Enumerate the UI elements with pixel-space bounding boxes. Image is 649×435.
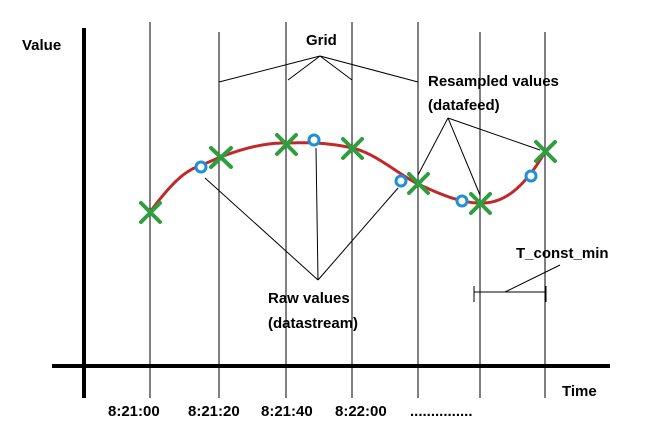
grid-annotation: Grid [306, 32, 337, 49]
resampled-marker [275, 133, 298, 156]
resampled-marker [469, 192, 492, 215]
resampled-marker [139, 201, 162, 224]
resampled-annotation-line1: Resampled values [428, 73, 559, 90]
raw-marker [194, 160, 208, 174]
resampled-marker [341, 137, 364, 160]
tick-label-2: 8:21:20 [188, 403, 240, 420]
tick-label-1: 8:21:00 [108, 403, 160, 420]
resampled-marker [407, 172, 430, 195]
grid-lines [149, 22, 546, 398]
tick-label-3: 8:21:40 [261, 403, 313, 420]
raw-leader-lines [204, 147, 399, 281]
t-const-min-annotation: T_const_min [516, 245, 609, 262]
raw-annotation-line1: Raw values [268, 290, 350, 307]
resampled-marker [209, 146, 233, 169]
tick-label-4: 8:22:00 [335, 403, 387, 420]
resampled-marker [534, 140, 557, 163]
raw-marker [307, 133, 321, 147]
grid-leader-lines [218, 55, 419, 83]
resampled-leader-lines [417, 117, 541, 196]
resampled-annotation-line2: (datafeed) [428, 97, 500, 114]
raw-annotation-line2: (datastream) [268, 315, 358, 332]
raw-marker [524, 169, 538, 183]
resampled-markers [139, 133, 557, 224]
tick-label-5: ............... [410, 403, 473, 420]
raw-marker [455, 194, 469, 208]
raw-marker [394, 174, 408, 188]
y-axis-label: Value [22, 37, 61, 54]
x-axis-label: Time [562, 383, 597, 400]
t-const-min-bracket [473, 264, 561, 302]
raw-markers [194, 133, 538, 208]
